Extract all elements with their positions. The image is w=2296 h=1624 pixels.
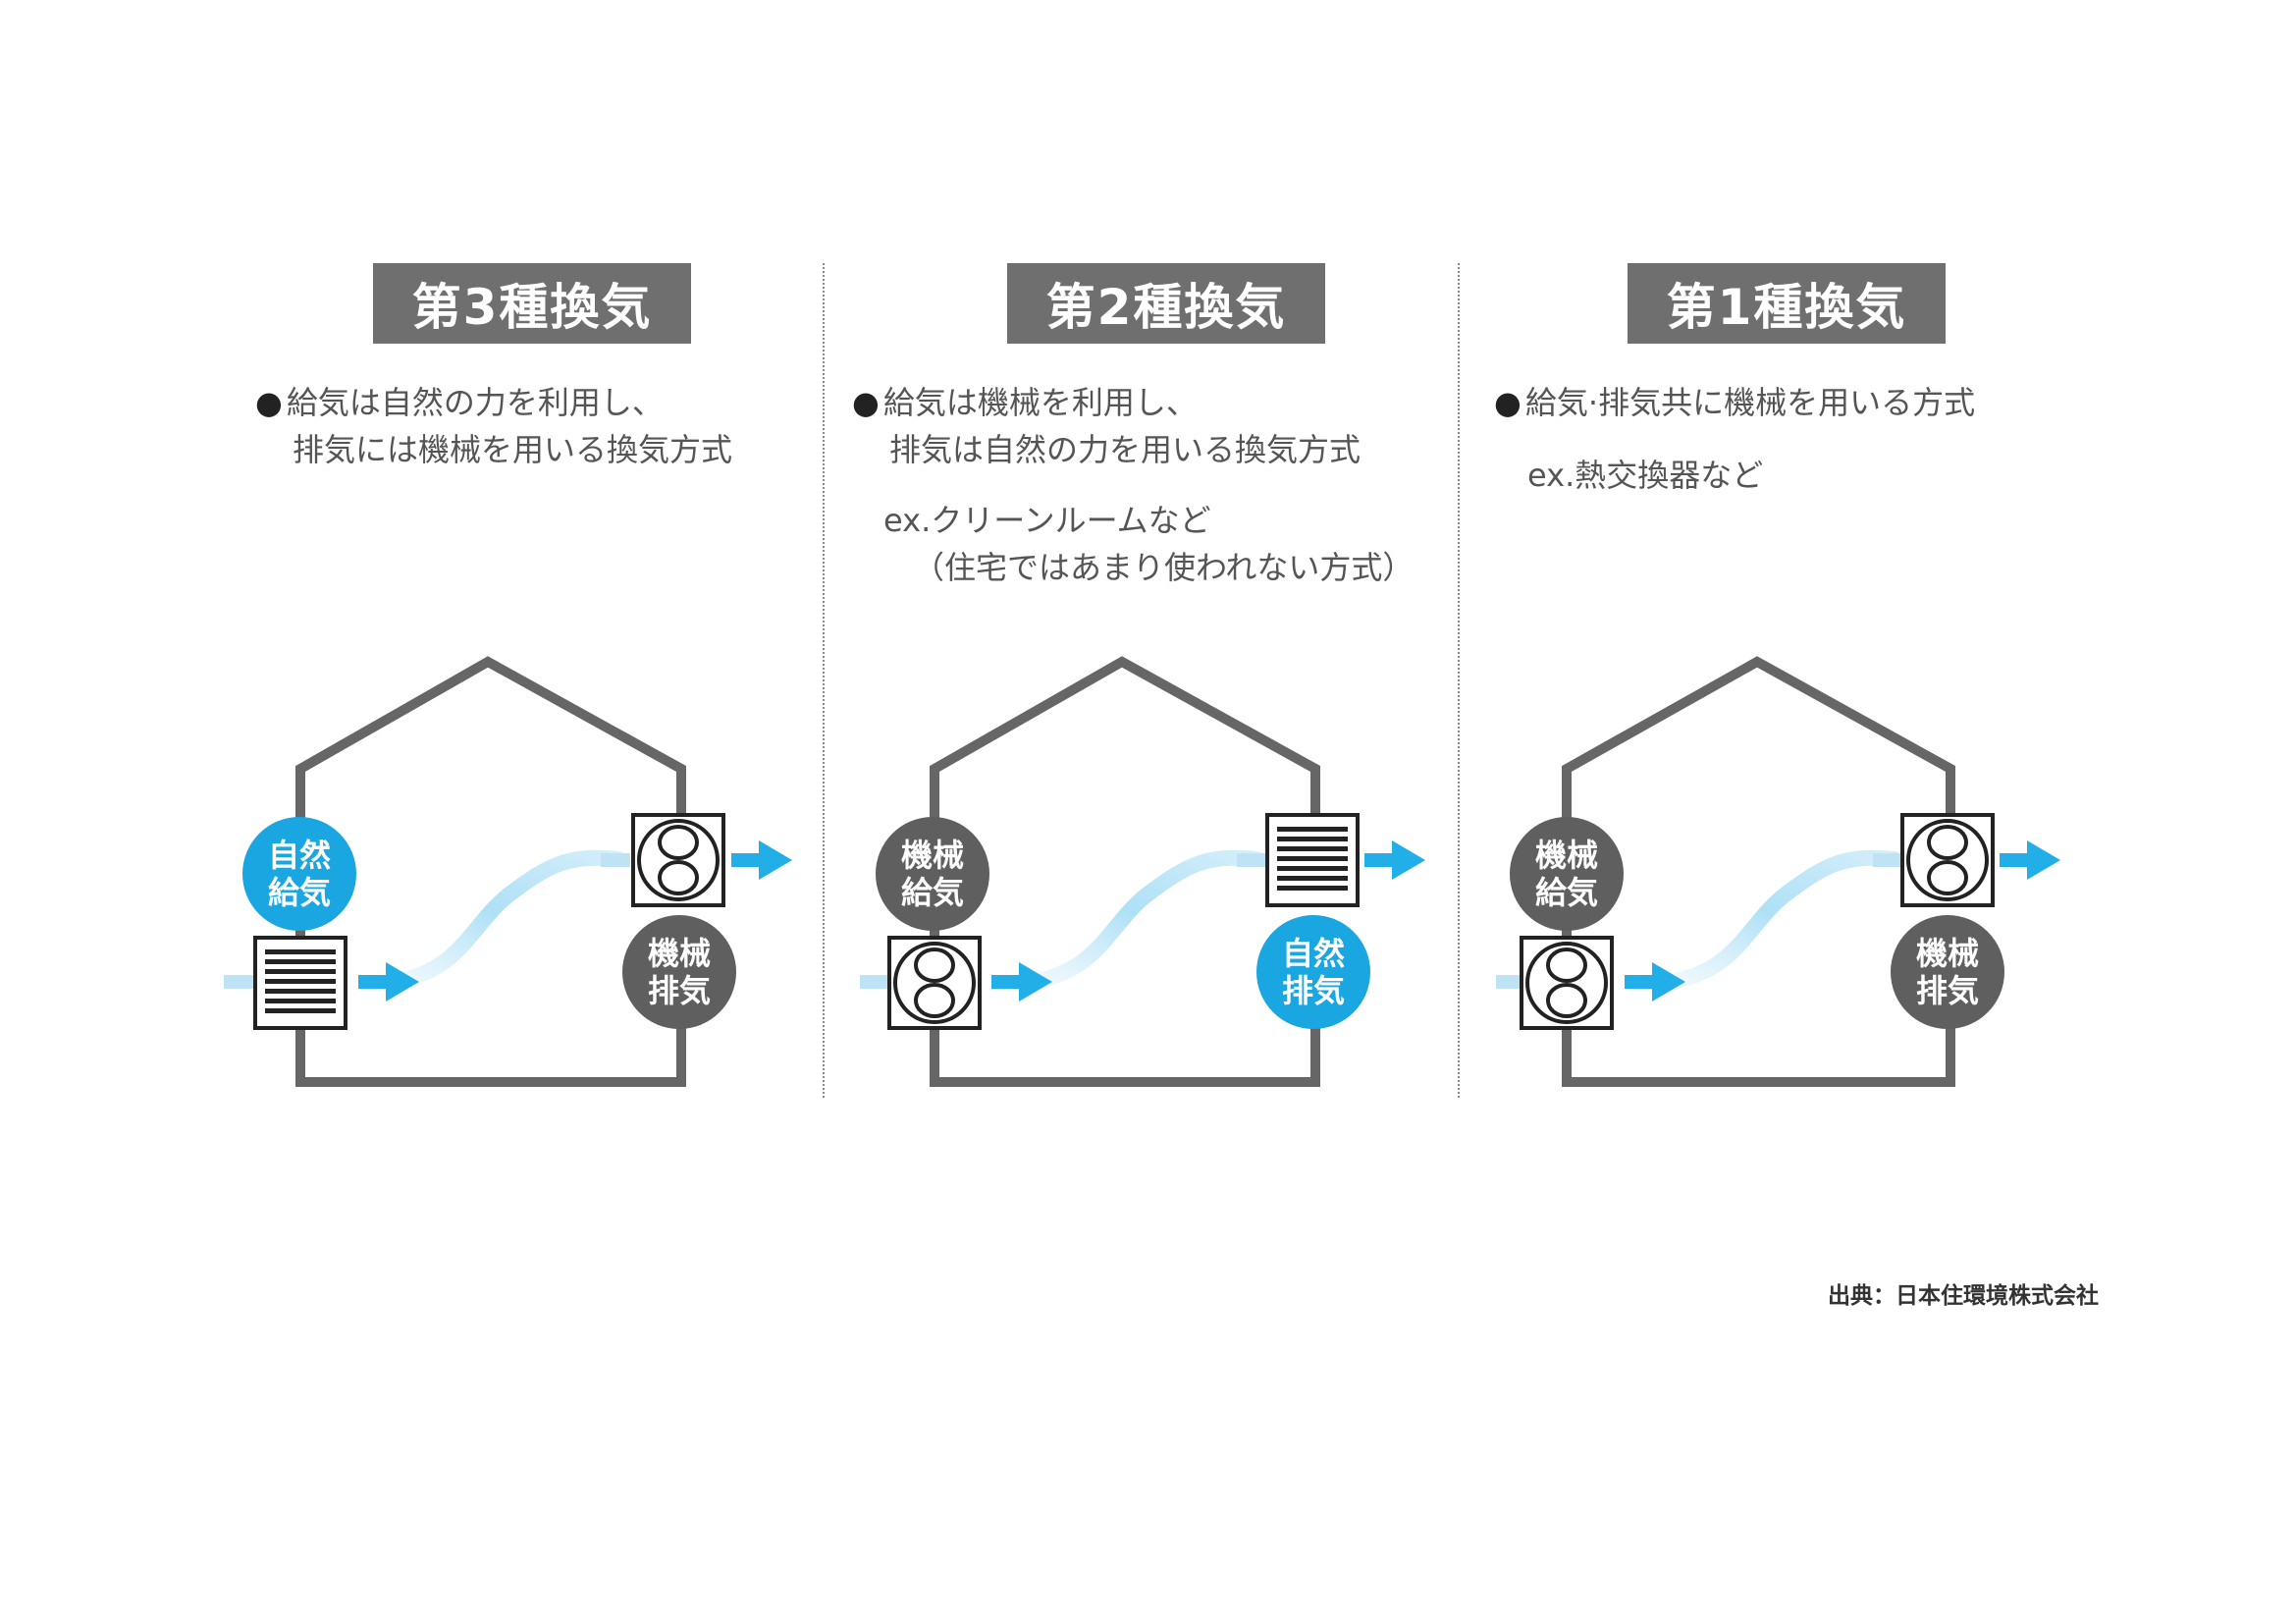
outlet-label-1: 機械 <box>648 935 711 972</box>
mechanical-exhaust-badge <box>622 915 736 1029</box>
outlet-label-2: 排気 <box>1916 972 1979 1009</box>
bullet-icon: ● <box>255 384 283 421</box>
panel-type2-description: ●給気は機械を利用し、 排気は自然の力を用いる換気方式 <box>852 379 1361 473</box>
outgoing-air-strip <box>601 853 630 867</box>
outgoing-air-strip <box>1237 853 1266 867</box>
incoming-air-strip <box>224 975 253 989</box>
inlet-label-2: 給気 <box>901 874 964 911</box>
outgoing-air-strip <box>1873 853 1902 867</box>
bullet-icon: ● <box>852 384 880 421</box>
inlet-label-1: 自然 <box>268 837 331 874</box>
mechanical-supply-badge <box>876 817 989 931</box>
arrow-right-icon <box>1625 962 1685 1001</box>
incoming-air-strip <box>1496 975 1525 989</box>
arrow-right-icon <box>2000 840 2060 880</box>
airflow-stream <box>385 849 626 990</box>
panel-type3-description: ●給気は自然の力を利用し、 排気には機械を用いる換気方式 <box>255 379 732 473</box>
description-line-1: 給気·排気共に機械を用いる方式 <box>1524 384 1976 421</box>
house-outline <box>1562 656 1955 938</box>
panel-type3-title: 第3種換気 <box>373 263 691 344</box>
airflow-stream <box>1023 849 1264 990</box>
description-line-2: 排気には機械を用いる換気方式 <box>293 431 733 468</box>
natural-supply-badge <box>242 817 356 931</box>
house-outline-bottom <box>1562 1021 1955 1087</box>
outlet-label-1: 機械 <box>1916 935 1979 972</box>
example-line-2: （住宅ではあまり使われない方式） <box>913 549 1415 586</box>
panel-divider <box>823 263 825 1098</box>
panel-type2-title: 第2種換気 <box>1007 263 1325 344</box>
house-outline-bottom <box>930 1021 1320 1087</box>
example-line-1: ex.熱交換器など <box>1527 457 1764 494</box>
inlet-label-2: 給気 <box>1535 874 1598 911</box>
mechanical-supply-badge <box>1510 817 1624 931</box>
panel-divider <box>1458 263 1460 1098</box>
panel-type1-description: ●給気·排気共に機械を用いる方式 <box>1494 379 1975 426</box>
description-line-1: 給気は機械を利用し、 <box>882 384 1198 421</box>
panel-type2-example: ex.クリーンルームなど （住宅ではあまり使われない方式） <box>883 497 1414 591</box>
outlet-label-1: 自然 <box>1282 935 1345 972</box>
fan-vent-icon <box>1900 813 1995 907</box>
mechanical-exhaust-badge <box>1891 915 2004 1029</box>
example-line-1: ex.クリーンルームなど <box>883 502 1211 539</box>
panel-type1-example: ex.熱交換器など <box>1527 452 1763 499</box>
inlet-label-1: 機械 <box>901 837 964 874</box>
source-credit: 出典：日本住環境株式会社 <box>1828 1283 2099 1309</box>
description-line-2: 排気は自然の力を用いる換気方式 <box>889 431 1362 468</box>
natural-exhaust-badge <box>1256 915 1370 1029</box>
outlet-label-2: 排気 <box>1282 972 1345 1009</box>
inlet-label-1: 機械 <box>1535 837 1598 874</box>
incoming-air-strip <box>860 975 889 989</box>
fan-vent-icon <box>1520 936 1614 1030</box>
panel-type1-title: 第1種換気 <box>1628 263 1946 344</box>
description-line-1: 給気は自然の力を利用し、 <box>286 384 664 421</box>
airflow-stream <box>1661 849 1902 990</box>
bullet-icon: ● <box>1494 384 1522 421</box>
inlet-label-2: 給気 <box>268 874 331 911</box>
outlet-label-2: 排気 <box>648 972 711 1009</box>
